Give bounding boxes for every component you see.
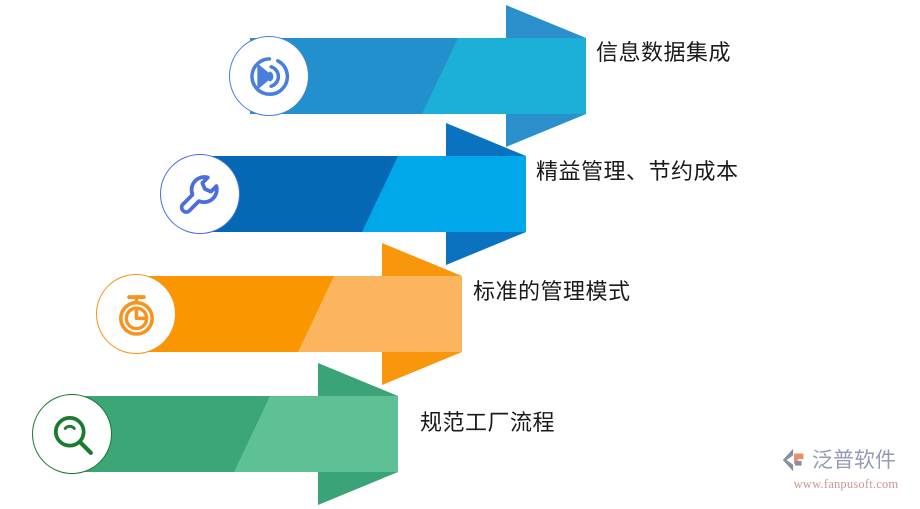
icon-badge[interactable] (32, 394, 112, 474)
arrow-bar-dark (62, 396, 270, 472)
icon-badge[interactable] (229, 36, 309, 116)
arrow-shape (126, 243, 462, 385)
arrow-row-label: 信息数据集成 (596, 41, 732, 66)
arrow-wing-bottom (446, 232, 526, 265)
arrow-wing-bottom (506, 114, 586, 147)
stopwatch-icon (118, 294, 154, 336)
arrow-wing-top (446, 123, 526, 156)
broadcast-signal-icon (249, 56, 289, 96)
arrow-wing-top (318, 363, 398, 396)
watermark-brand-row: 泛普软件 (780, 444, 912, 476)
arrow-wing-bottom (382, 352, 462, 385)
watermark-brand-text: 泛普软件 (812, 447, 896, 472)
arrow-row-label: 标准的管理模式 (473, 280, 631, 305)
icon-badge[interactable] (160, 154, 240, 234)
arrow-wing-top (382, 243, 462, 276)
arrow-wing-top (506, 5, 586, 38)
search-icon (53, 415, 93, 455)
arrow-row-label: 规范工厂流程 (420, 411, 556, 436)
wrench-icon (179, 174, 219, 214)
fanpu-logo-icon (782, 448, 804, 472)
arrow-row-label: 精益管理、节约成本 (536, 160, 739, 185)
arrow-shape (62, 363, 398, 505)
arrow-bar-dark (126, 276, 334, 352)
arrow-bar-dark (190, 156, 398, 232)
arrow-wing-bottom (318, 472, 398, 505)
watermark-url-text: www.fanpusoft.com (793, 477, 899, 491)
arrow-shape (190, 123, 526, 265)
icon-badge[interactable] (96, 274, 176, 354)
watermark: 泛普软件 www.fanpusoft.com (780, 444, 912, 494)
